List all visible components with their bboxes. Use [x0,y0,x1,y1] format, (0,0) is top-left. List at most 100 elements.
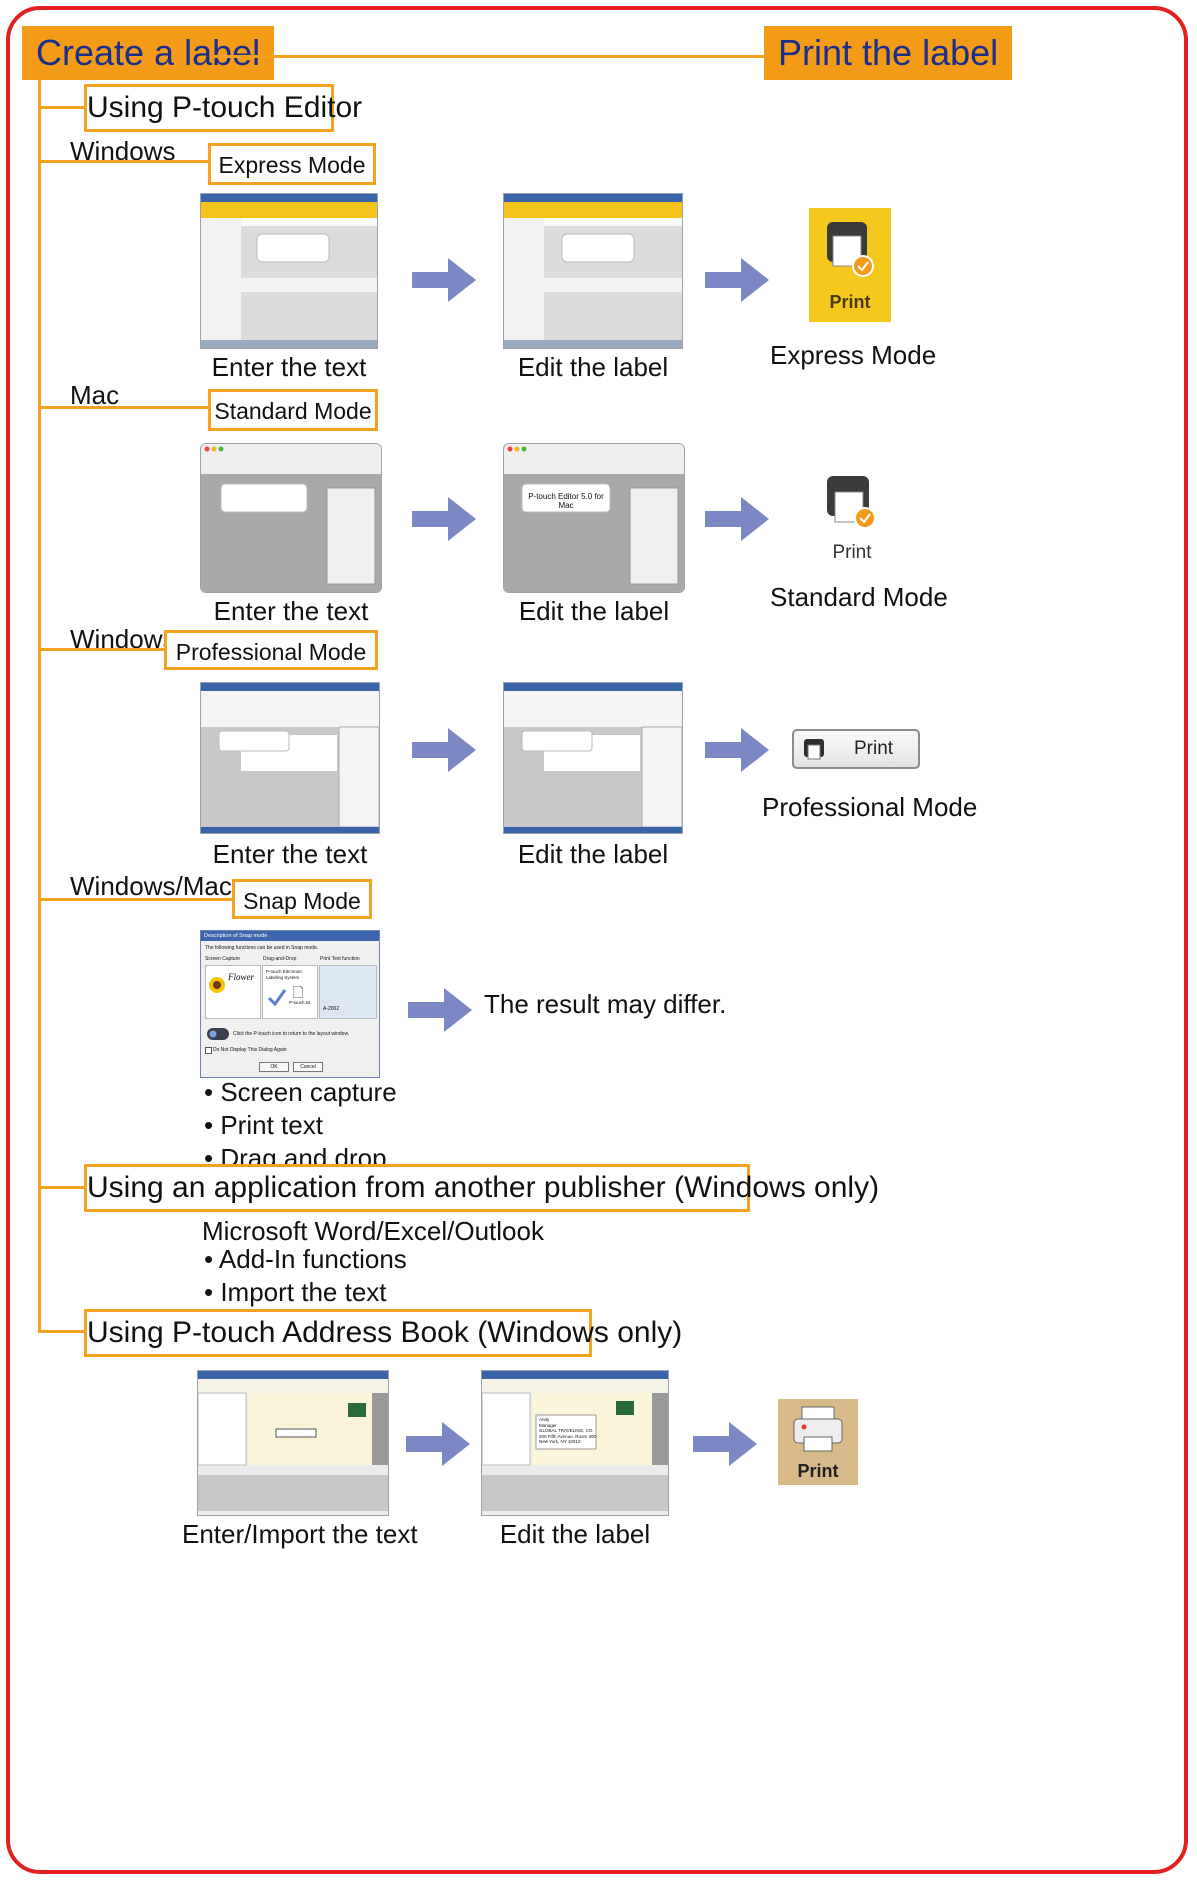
professional-mode-box: Professional Mode [164,630,378,670]
sunflower-icon [209,977,225,993]
branch-standard [38,406,210,409]
file-name: P-touch.txt [289,1000,311,1005]
drag-drop-panel: P-touch Electronic Labeling System P-tou… [262,965,318,1019]
col-drag-drop: Drag-and-Drop [263,956,297,962]
dialog-title: Description of Snap mode [201,931,379,941]
editor-window-icon [201,194,377,348]
arrow-right-icon [705,497,769,541]
file-icon [293,986,303,998]
arrow-right-icon [412,497,476,541]
express-step2: Edit the label [517,352,669,382]
professional-print-button[interactable]: Print [792,729,920,769]
other-app-names: Microsoft Word/Excel/Outlook [202,1216,544,1246]
dialog-hint: Click the P-touch icon to return to the … [233,1031,350,1037]
arrow-right-icon [705,728,769,772]
address-card: Andy Manager GLOBAL TRAVELING, CO. 200 F… [539,1417,596,1445]
list-item: Import the text [204,1276,407,1309]
branch-address-book [38,1330,86,1333]
standard-result: Standard Mode [770,582,948,612]
print-label: Print [797,1461,839,1481]
printer-icon [827,476,876,529]
standard-step2: Edit the label [518,596,670,626]
dont-show-label: Do Not Display This Dialog Again [213,1047,287,1053]
card-line: 200 Fifth Avenue, Room 300 [539,1433,596,1439]
ok-button[interactable]: OK [259,1062,289,1072]
editor-window-icon [201,683,379,833]
arrow-right-icon [705,258,769,302]
create-label-header: Create a label [22,26,275,80]
editor-window-icon [504,194,682,348]
professional-screenshot-enter [200,682,380,834]
list-item: Print text [204,1109,397,1142]
professional-step2: Edit the label [517,839,669,869]
trunk-line [38,80,41,1332]
check-arrow-icon [267,989,287,1007]
address-book-step2: Edit the label [499,1519,651,1549]
address-book-screenshot-enter [197,1370,389,1516]
professional-step1: Enter the text [212,839,368,869]
print-label: Print [832,542,872,563]
express-step1: Enter the text [211,352,367,382]
ptouch-icon [207,1028,229,1040]
header-connector-line [214,55,764,58]
print-label-header: Print the label [764,26,1013,80]
express-screenshot-edit [503,193,683,349]
address-book-step1: Enter/Import the text [182,1519,418,1549]
col-print-text: Print Text function [320,956,360,962]
col-screen-capture: Screen Capture [205,956,241,962]
mac-editor-window-icon [504,444,684,592]
branch-snap [38,898,234,901]
snap-feature-list: Screen capture Print text Drag and drop [204,1076,397,1175]
branch-other-app [38,1186,86,1189]
diagram-frame [6,6,1188,1874]
mac-editor-window-icon [201,444,381,592]
other-app-title-box: Using an application from another publis… [84,1164,879,1212]
snap-result: The result may differ. [484,989,727,1019]
professional-screenshot-edit [503,682,683,834]
dialog-intro: The following functions can be used in S… [205,945,319,951]
branch-professional [38,648,166,651]
mac-label-text: P-touch Editor 5.0 for Mac [528,492,604,510]
cancel-button[interactable]: Cancel [293,1062,323,1072]
card-line: Manager [539,1422,557,1428]
arrow-right-icon [408,988,472,1032]
card-line: Andy [539,1417,550,1422]
arrow-right-icon [412,258,476,302]
dont-show-checkbox[interactable] [205,1047,212,1054]
standard-print-button[interactable]: Print [815,470,889,566]
express-screenshot-enter [200,193,378,349]
os-label-mac: Mac [70,380,120,410]
editor-window-icon [504,683,682,833]
express-mode-box: Express Mode [208,143,376,185]
branch-editor [38,106,86,109]
editor-title-box: Using P-touch Editor [84,84,362,132]
card-line: New York, NY 10010 [539,1439,581,1444]
print-label: Print [854,738,894,759]
other-app-feature-list: Add-In functions Import the text [204,1243,407,1309]
os-label-windows-mac: Windows/Mac [70,871,232,901]
address-book-print-button[interactable]: Print [778,1399,858,1485]
sample-text: A-2002 [323,1006,340,1012]
arrow-right-icon [412,728,476,772]
standard-screenshot-enter [200,443,382,593]
standard-screenshot-edit: P-touch Editor 5.0 for Mac [503,443,685,593]
screen-capture-panel: Flower [205,965,261,1019]
standard-step1: Enter the text [213,596,369,626]
list-item: Screen capture [204,1076,396,1109]
standard-mode-box: Standard Mode [208,389,378,431]
express-result: Express Mode [770,340,937,370]
express-print-button[interactable]: Print [809,208,891,322]
printer-icon [804,739,824,760]
printer-icon [793,1406,843,1452]
print-text-panel: A-2002 [319,965,377,1019]
branch-express [38,160,210,163]
address-book-window-icon [482,1371,668,1515]
professional-result: Professional Mode [762,792,978,822]
address-book-window-icon [198,1371,388,1515]
address-book-screenshot-edit: Andy Manager GLOBAL TRAVELING, CO. 200 F… [481,1370,669,1516]
arrow-right-icon [406,1422,470,1466]
card-line: GLOBAL TRAVELING, CO. [539,1428,594,1433]
list-item: Add-In functions [204,1243,407,1276]
printer-icon [827,222,874,277]
flower-word: Flower [228,972,254,982]
